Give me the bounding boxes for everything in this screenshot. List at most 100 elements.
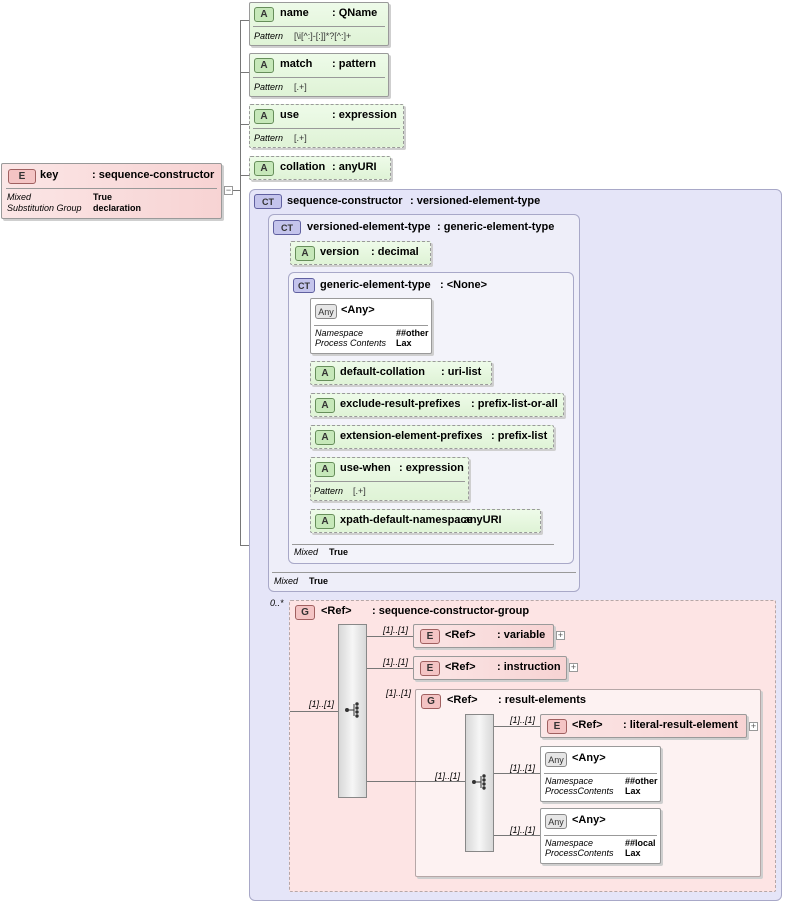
- prop-label-substitution-group: Substitution Group: [7, 203, 82, 213]
- any-other-cardinality: [1]..[1]: [510, 763, 536, 773]
- element-name: : variable: [497, 629, 546, 641]
- group-name: : result-elements: [498, 694, 587, 706]
- attribute-name-label: use-when: [340, 462, 391, 474]
- any-name: <Any>: [341, 304, 375, 316]
- element-name: : literal-result-element: [623, 719, 738, 731]
- attribute-badge: A: [254, 58, 274, 73]
- pattern-label: Pattern: [254, 31, 284, 41]
- separator: [314, 325, 428, 326]
- connector: [415, 781, 465, 782]
- element-ref: <Ref>: [572, 719, 603, 731]
- process-contents-label: ProcessContents: [545, 786, 614, 796]
- connector: [367, 781, 415, 782]
- choice-compositor[interactable]: [338, 624, 367, 798]
- separator: [253, 128, 400, 129]
- mixed-value: True: [329, 547, 349, 557]
- attribute-badge: A: [315, 462, 335, 477]
- separator: [272, 572, 576, 573]
- group-cardinality: 0..*: [270, 598, 284, 608]
- separator: [6, 188, 217, 189]
- instruction-cardinality: [1]..[1]: [383, 657, 409, 667]
- attribute-name-label: match: [280, 58, 313, 70]
- any-name: <Any>: [572, 752, 606, 764]
- attribute-type-label: : prefix-list: [491, 430, 548, 442]
- element-name: : instruction: [497, 661, 561, 673]
- connector: [232, 190, 240, 191]
- any-attribute[interactable]: Any <Any> Namespace ##other Process Cont…: [310, 298, 432, 354]
- attribute-type-label: : expression: [332, 109, 397, 121]
- attribute-default-collation[interactable]: A default-collation : uri-list: [310, 361, 492, 385]
- pattern-label: Pattern: [254, 82, 284, 92]
- any-element-other[interactable]: Any <Any> Namespace ##other ProcessConte…: [540, 746, 661, 802]
- attribute-name-label: default-collation: [340, 366, 425, 378]
- element-ref: <Ref>: [445, 629, 476, 641]
- attribute-badge: A: [295, 246, 315, 261]
- namespace-value: ##other: [625, 776, 658, 786]
- attribute-name-label: extension-element-prefixes: [340, 430, 483, 442]
- attribute-extension-element-prefixes[interactable]: A extension-element-prefixes : prefix-li…: [310, 425, 554, 449]
- connector: [494, 726, 540, 727]
- separator: [544, 773, 657, 774]
- attribute-name-label: exclude-result-prefixes: [340, 398, 461, 410]
- connector: [240, 20, 249, 21]
- literal-result-element-cardinality: [1]..[1]: [510, 715, 536, 725]
- expand-toggle[interactable]: +: [569, 662, 578, 672]
- attribute-badge: A: [254, 161, 274, 176]
- ref-element-variable[interactable]: E <Ref> : variable: [413, 624, 554, 648]
- attribute-version[interactable]: A version : decimal: [290, 241, 431, 265]
- element-badge: E: [547, 719, 567, 734]
- key-element[interactable]: E key : sequence-constructor Mixed True …: [1, 163, 222, 219]
- ref-element-instruction[interactable]: E <Ref> : instruction: [413, 656, 567, 680]
- attribute-type-label: : expression: [399, 462, 464, 474]
- element-ref: <Ref>: [445, 661, 476, 673]
- result-elements-cardinality: [1]..[1]: [386, 688, 412, 698]
- namespace-value: ##other: [396, 328, 429, 338]
- prop-value-substitution-group: declaration: [93, 203, 142, 213]
- attribute-collation[interactable]: A collation : anyURI: [249, 156, 391, 180]
- attribute-name-label: xpath-default-namespace: [340, 514, 473, 526]
- attribute-badge: A: [315, 514, 335, 529]
- attribute-use[interactable]: A use : expression Pattern [.+]: [249, 104, 404, 148]
- complex-type-badge: CT: [254, 194, 282, 209]
- attribute-badge: A: [315, 398, 335, 413]
- pattern-value: [\i[^:]-[:]]*?[^:]+: [294, 31, 352, 41]
- any-element-local[interactable]: Any <Any> Namespace ##local ProcessConte…: [540, 808, 661, 864]
- attribute-match[interactable]: A match : pattern Pattern [.+]: [249, 53, 389, 97]
- attribute-name-label: name: [280, 7, 309, 19]
- connector: [290, 711, 338, 712]
- expand-toggle[interactable]: +: [556, 630, 565, 640]
- attribute-name[interactable]: A name : QName Pattern [\i[^:]-[:]]*?[^:…: [249, 2, 389, 46]
- choice-compositor[interactable]: [465, 714, 494, 852]
- prop-value-mixed: True: [93, 192, 113, 202]
- connector: [494, 773, 540, 774]
- attribute-name-label: use: [280, 109, 299, 121]
- choice-icon: [472, 774, 486, 790]
- complex-type-name: sequence-constructor: [287, 195, 403, 207]
- attribute-type-label: : anyURI: [457, 514, 502, 526]
- group-name: : sequence-constructor-group: [372, 605, 530, 617]
- attribute-type-label: : uri-list: [441, 366, 482, 378]
- complex-type-type: : <None>: [440, 279, 488, 291]
- any-badge: Any: [545, 814, 567, 829]
- attribute-type-label: : pattern: [332, 58, 376, 70]
- mixed-label: Mixed: [294, 547, 319, 557]
- connector: [240, 175, 249, 176]
- complex-type-badge: CT: [273, 220, 301, 235]
- attribute-badge: A: [315, 430, 335, 445]
- complex-type-name: versioned-element-type: [307, 221, 431, 233]
- attribute-badge: A: [315, 366, 335, 381]
- separator: [314, 481, 465, 482]
- group-ref: <Ref>: [447, 694, 478, 706]
- connector: [240, 124, 249, 125]
- attribute-xpath-default-namespace[interactable]: A xpath-default-namespace : anyURI: [310, 509, 541, 533]
- connector: [240, 72, 249, 73]
- collapse-toggle[interactable]: −: [224, 185, 233, 195]
- expand-toggle[interactable]: +: [749, 721, 758, 731]
- separator: [544, 835, 657, 836]
- process-contents-label: ProcessContents: [545, 848, 614, 858]
- ref-element-literal-result-element[interactable]: E <Ref> : literal-result-element: [540, 714, 747, 738]
- process-contents-value: Lax: [625, 786, 641, 796]
- attribute-exclude-result-prefixes[interactable]: A exclude-result-prefixes : prefix-list-…: [310, 393, 564, 417]
- separator: [253, 77, 385, 78]
- attribute-use-when[interactable]: A use-when : expression Pattern [.+]: [310, 457, 469, 501]
